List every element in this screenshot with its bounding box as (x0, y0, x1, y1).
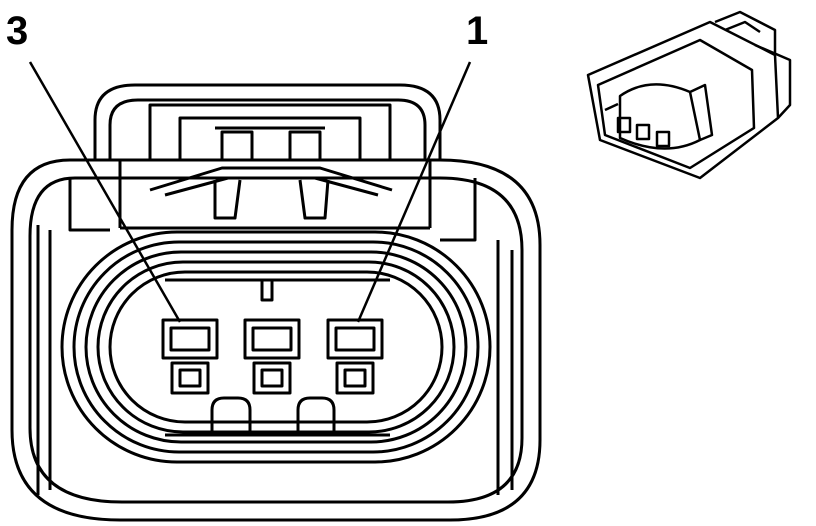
seal-rings (60, 230, 492, 464)
contact-face (165, 278, 390, 437)
cavity-2 (243, 318, 301, 395)
side-ribs (36, 178, 514, 495)
locking-hood (93, 83, 442, 228)
latch-ramp (120, 166, 430, 230)
callout-label-3: 3 (6, 9, 28, 53)
callout-label-1: 1 (466, 9, 488, 53)
connector-outer-shell (10, 158, 542, 522)
cavity-1 (326, 318, 384, 395)
leader-line-1 (356, 61, 472, 323)
leader-line-3 (28, 61, 182, 323)
cavity-3 (161, 318, 219, 395)
connector-perspective-view (586, 10, 792, 180)
